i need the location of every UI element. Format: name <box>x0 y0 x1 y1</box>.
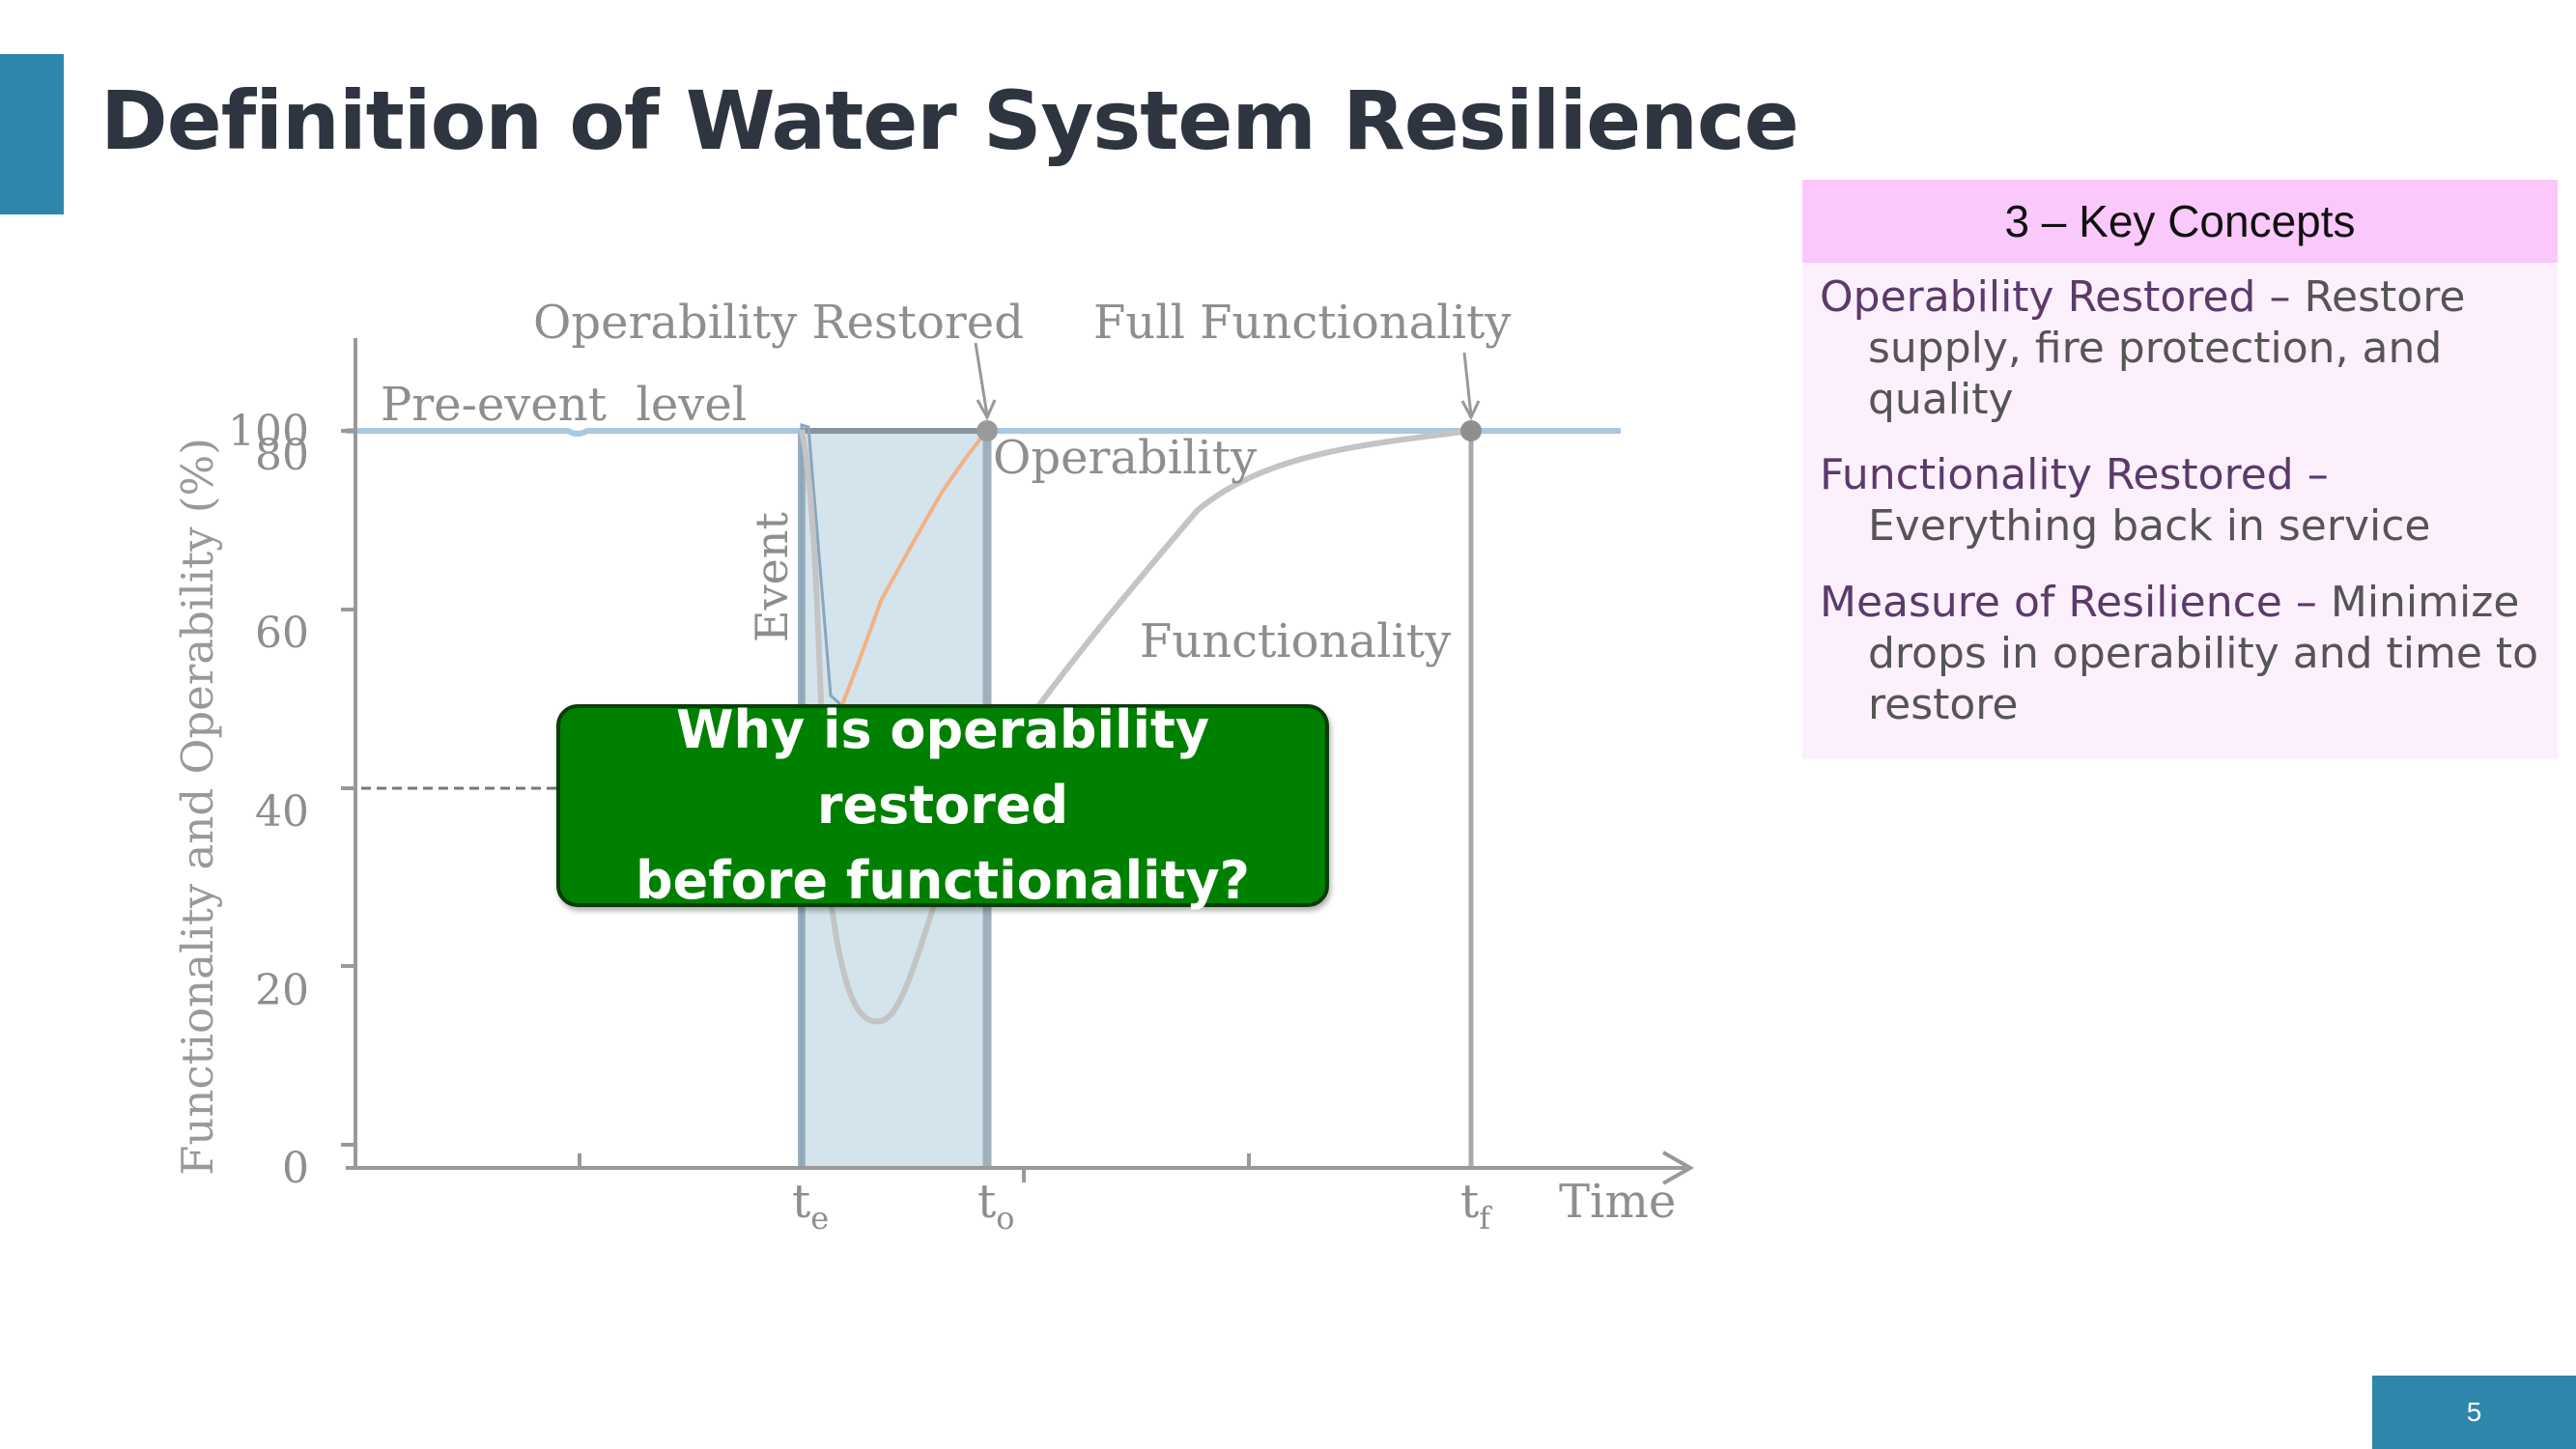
x-tick-label-te: te <box>792 1175 829 1236</box>
concept-desc: Restore supply, fire protection, and qua… <box>1868 272 2466 424</box>
operability-restored-point <box>977 420 998 441</box>
concept-term: Measure of Resilience – <box>1820 577 2317 627</box>
slide-title: Definition of Water System Resilience <box>100 73 1799 168</box>
concept-term: Operability Restored – <box>1820 272 2291 322</box>
y-tick-label: 80 <box>255 431 309 480</box>
y-axis-label: Functionality and Operability (%) <box>172 438 223 1176</box>
operability-restored-arrow <box>974 342 997 421</box>
question-callout: Why is operability restored before functi… <box>556 699 1329 911</box>
y-tick-label: 100 <box>228 407 309 456</box>
operability-restored-label: Operability Restored <box>533 296 1024 350</box>
concept-resilience: Measure of Resilience – Minimize drops i… <box>1820 578 2540 730</box>
full-functionality-arrow <box>1460 352 1481 421</box>
key-concepts-body: Operability Restored – Restore supply, f… <box>1802 263 2558 760</box>
y-tick-label: 60 <box>255 609 309 658</box>
operability-curve <box>829 429 989 735</box>
full-functionality-label: Full Functionality <box>1093 296 1511 350</box>
x-tick-label-tf: tf <box>1460 1175 1492 1236</box>
y-tick-label: 0 <box>282 1144 309 1193</box>
x-tick-label-to: to <box>977 1175 1015 1236</box>
operability-label: Operability <box>993 431 1257 485</box>
page-number: 5 <box>2372 1376 2576 1449</box>
event-spike-curve <box>800 423 852 1168</box>
y-tick-label: 40 <box>255 787 309 837</box>
x-axis-label: Time <box>1559 1175 1676 1229</box>
concept-desc: Minimize drops in operability and time t… <box>1868 577 2539 729</box>
full-functionality-point <box>1460 420 1482 441</box>
functionality-label: Functionality <box>1140 614 1451 668</box>
pre-event-level-line <box>346 428 1621 437</box>
concept-term: Functionality Restored – <box>1820 450 2329 500</box>
key-concepts-header: 3 – Key Concepts <box>1802 180 2558 263</box>
concept-desc: Everything back in service <box>1868 501 2431 552</box>
y-tick-label: 20 <box>255 966 309 1015</box>
x-axis-arrowhead <box>1662 1151 1695 1185</box>
key-concepts-panel: 3 – Key Concepts Operability Restored – … <box>1802 180 2558 760</box>
event-label: Event <box>746 512 798 642</box>
callout-line-2: before functionality? <box>636 850 1250 912</box>
concept-operability: Operability Restored – Restore supply, f… <box>1820 272 2540 425</box>
pre-event-label: Pre-event level <box>381 378 747 432</box>
concept-functionality: Functionality Restored – Everything back… <box>1820 450 2540 553</box>
title-accent-bar <box>0 54 64 214</box>
callout-line-1: Why is operability restored <box>675 698 1210 836</box>
